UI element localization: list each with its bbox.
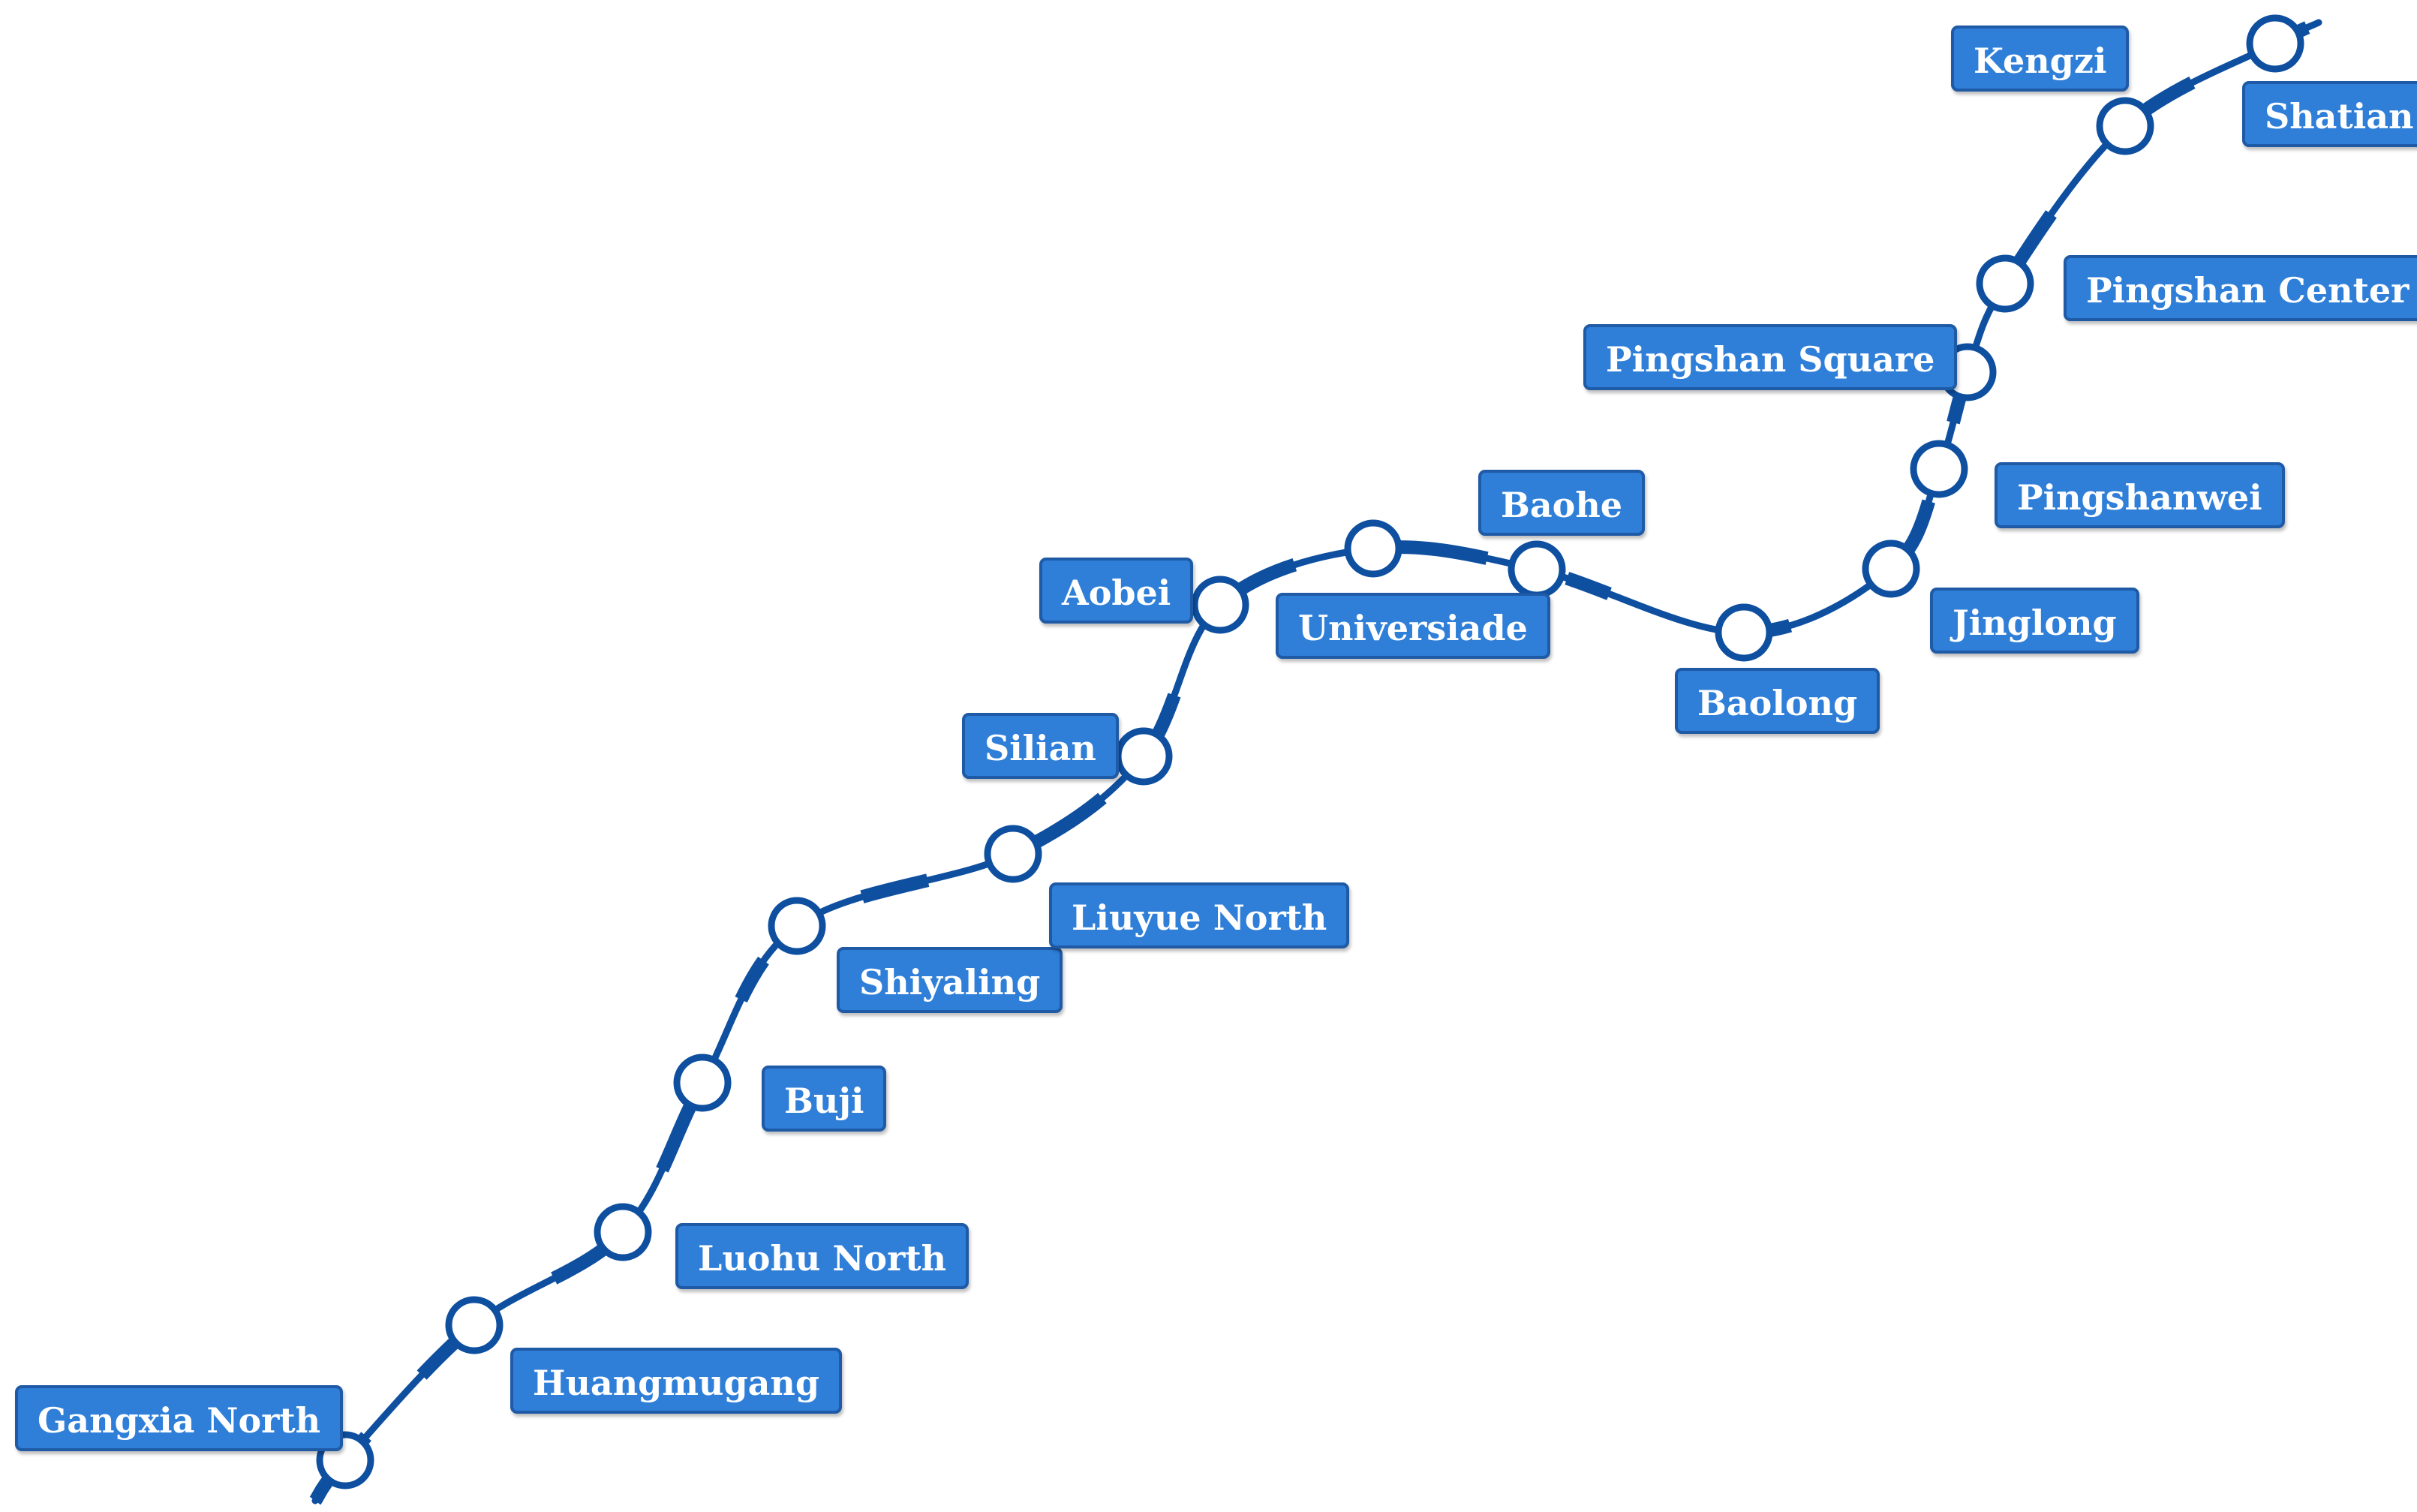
station-label-universiade[interactable]: Universiade [1276,593,1550,659]
station-marker-liuyue-north[interactable] [984,825,1042,883]
station-marker-jinglong[interactable] [1862,540,1920,598]
track-layer [309,16,2322,1505]
station-marker-universiade[interactable] [1344,519,1402,578]
station-label-shiyaling[interactable]: Shiyaling [837,947,1063,1013]
station-label-huangmugang[interactable]: Huangmugang [510,1348,843,1414]
station-marker-aobei[interactable] [1191,576,1249,634]
station-marker-silian[interactable] [1114,727,1173,786]
station-label-shatian[interactable]: Shatian [2242,81,2417,147]
station-label-kengzi[interactable]: Kengzi [1951,26,2130,92]
station-label-silian[interactable]: Silian [962,713,1119,779]
station-marker-pingshanwei[interactable] [1910,440,1968,498]
station-label-jinglong[interactable]: Jinglong [1930,588,2139,654]
station-label-luohu-north[interactable]: Luohu North [675,1223,970,1289]
station-marker-huangmugang[interactable] [445,1296,504,1354]
station-label-gangxia-north[interactable]: Gangxia North [15,1385,344,1451]
station-label-pingshanwei[interactable]: Pingshanwei [1995,462,2285,528]
station-label-baohe[interactable]: Baohe [1478,470,1646,536]
station-marker-baohe[interactable] [1508,540,1566,599]
station-label-pingshan-center[interactable]: Pingshan Center [2064,255,2417,321]
station-marker-buji[interactable] [673,1054,732,1112]
station-label-pingshan-square[interactable]: Pingshan Square [1583,324,1958,390]
metro-line-tunnel-segments [309,16,2322,1505]
station-label-aobei[interactable]: Aobei [1039,558,1194,624]
station-marker-kengzi[interactable] [2096,97,2154,155]
station-label-liuyue-north[interactable]: Liuyue North [1049,882,1350,948]
metro-line-track [311,19,2322,1504]
station-label-baolong[interactable]: Baolong [1675,668,1880,734]
station-label-buji[interactable]: Buji [762,1066,887,1132]
station-marker-pingshan-center[interactable] [1976,254,2034,313]
station-marker-luohu-north[interactable] [594,1203,652,1261]
station-marker-baolong[interactable] [1715,603,1773,662]
station-marker-shatian[interactable] [2246,14,2304,73]
station-marker-shiyaling[interactable] [768,897,826,955]
station-layer [316,14,2304,1489]
